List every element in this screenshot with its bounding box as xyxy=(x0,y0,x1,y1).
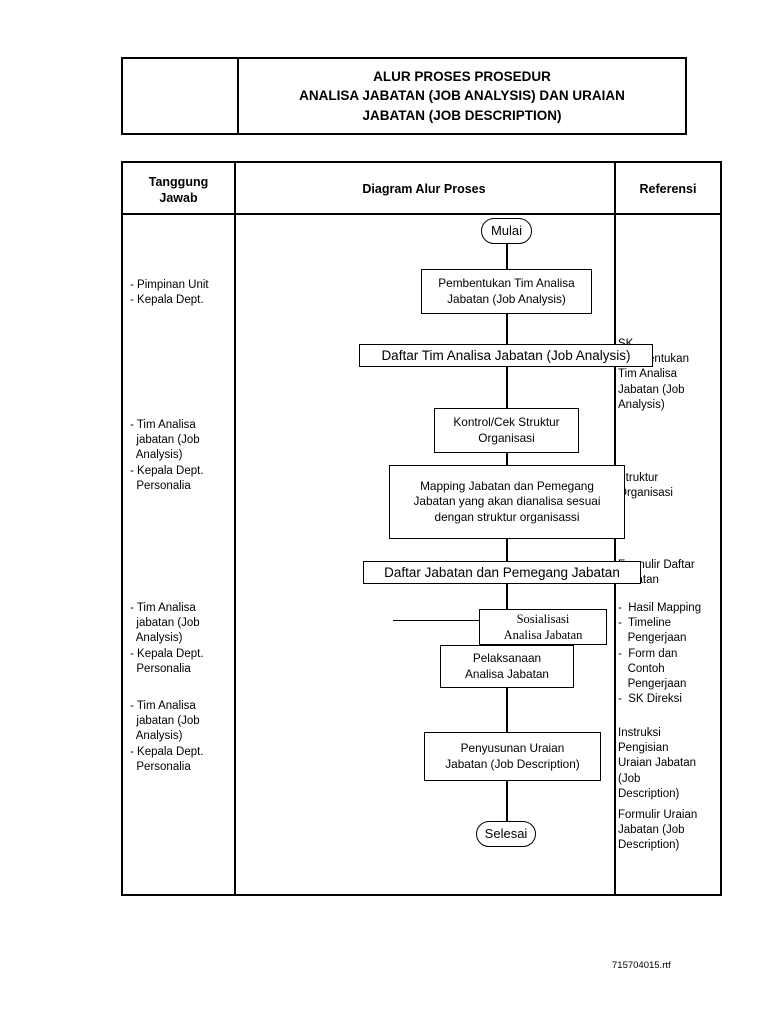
flow-node-process-6[interactable]: Penyusunan Uraian Jabatan (Job Descripti… xyxy=(424,732,601,781)
flow-node-end[interactable]: Selesai xyxy=(476,821,536,847)
header-title-cell: ALUR PROSES PROSEDUR ANALISA JABATAN (JO… xyxy=(239,59,685,133)
column-divider-1 xyxy=(234,163,236,894)
header-logo-cell xyxy=(123,59,239,133)
header-row-divider xyxy=(123,213,720,215)
reference-block-6: Formulir Uraian Jabatan (Job Description… xyxy=(618,809,698,852)
header-table: ALUR PROSES PROSEDUR ANALISA JABATAN (JO… xyxy=(121,57,687,135)
flow-node-process-5[interactable]: Pelaksanaan Analisa Jabatan xyxy=(440,645,574,688)
flow-node-document-2[interactable]: Daftar Jabatan dan Pemegang Jabatan xyxy=(363,561,641,584)
flow-node-document-1[interactable]: Daftar Tim Analisa Jabatan (Job Analysis… xyxy=(359,344,653,367)
reference-block-5: Instruksi Pengisian Uraian Jabatan (Job … xyxy=(618,727,696,800)
flow-node-process-2[interactable]: Kontrol/Cek Struktur Organisasi xyxy=(434,408,579,453)
reference-block-2: Struktur Organisasi xyxy=(618,472,673,500)
flow-node-start[interactable]: Mulai xyxy=(481,218,532,244)
flow-node-process-3[interactable]: Mapping Jabatan dan Pemegang Jabatan yan… xyxy=(389,465,625,539)
column-header-flowchart: Diagram Alur Proses xyxy=(362,182,486,196)
responsibility-block-3: - Tim Analisa jabatan (Job Analysis) - K… xyxy=(130,602,204,675)
footer-filename: 715704015.rtf xyxy=(612,960,671,971)
reference-block-4: - Hasil Mapping - Timeline Pengerjaan - … xyxy=(618,602,702,706)
title-line-3: JABATAN (JOB DESCRIPTION) xyxy=(362,107,562,123)
flow-node-process-4[interactable]: Sosialisasi Analisa Jabatan xyxy=(479,609,607,645)
flow-node-process-1[interactable]: Pembentukan Tim Analisa Jabatan (Job Ana… xyxy=(421,269,592,314)
responsibility-block-1: - Pimpinan Unit - Kepala Dept. xyxy=(130,279,209,307)
responsibility-block-4: - Tim Analisa jabatan (Job Analysis) - K… xyxy=(130,700,204,773)
title-line-1: ALUR PROSES PROSEDUR xyxy=(373,68,551,84)
column-header-responsibility: Tanggung Jawab xyxy=(148,175,209,205)
page-title: ALUR PROSES PROSEDUR ANALISA JABATAN (JO… xyxy=(299,67,625,126)
column-header-reference: Referensi xyxy=(639,182,697,196)
responsibility-block-2: - Tim Analisa jabatan (Job Analysis) - K… xyxy=(130,419,204,492)
title-line-2: ANALISA JABATAN (JOB ANALYSIS) DAN URAIA… xyxy=(299,88,625,104)
